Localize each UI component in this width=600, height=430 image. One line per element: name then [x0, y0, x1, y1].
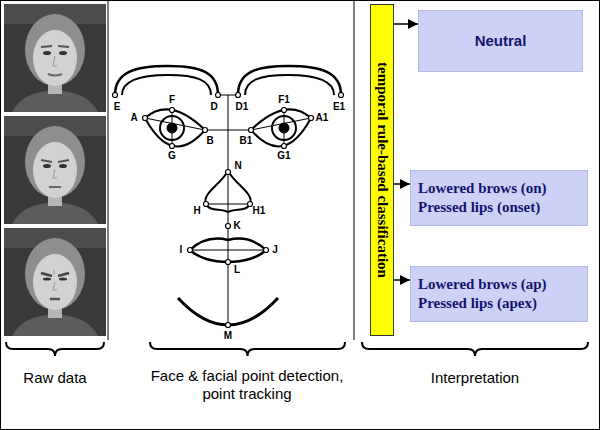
point-label: F — [169, 95, 175, 105]
state-label: Lowered brows (on) — [418, 179, 547, 198]
face-photo — [4, 116, 106, 224]
point-label: G1 — [277, 151, 290, 161]
point-label: B — [206, 136, 213, 146]
point-label: G — [168, 151, 176, 161]
column-separator — [108, 0, 109, 340]
face-photo — [4, 228, 106, 336]
point-label: F1 — [278, 95, 290, 105]
point-label: H — [193, 206, 200, 216]
point-label: B1 — [240, 136, 253, 146]
state-box: Lowered brows (ap)Pressed lips (apex) — [410, 266, 588, 322]
point-label: H1 — [253, 206, 266, 216]
facial-points — [113, 93, 344, 328]
column-label: Raw data — [5, 369, 105, 387]
point-label: N — [234, 161, 241, 171]
state-box: Neutral — [418, 10, 583, 72]
face-photo — [4, 4, 106, 112]
column-label: Face & facial point detection, point tra… — [142, 367, 352, 403]
point-label: A1 — [316, 113, 329, 123]
point-label: D — [210, 102, 217, 112]
state-label: Pressed lips (apex) — [418, 294, 537, 313]
state-box: Lowered brows (on)Pressed lips (onset) — [410, 170, 588, 226]
point-label: D1 — [236, 102, 249, 112]
flow-arrow — [394, 279, 410, 281]
state-label: Pressed lips (onset) — [418, 198, 540, 217]
flow-arrow — [394, 23, 418, 25]
point-label: L — [234, 265, 240, 275]
band-title: temporal rule-based classification — [373, 62, 390, 278]
brace — [6, 342, 588, 356]
point-label: J — [272, 245, 278, 255]
state-label: Neutral — [475, 32, 527, 51]
point-label: I — [180, 245, 183, 255]
column-label: Interpretation — [385, 369, 565, 387]
column-separator — [354, 0, 355, 340]
point-label: M — [224, 331, 232, 341]
point-label: A — [130, 113, 137, 123]
face-model — [115, 66, 341, 325]
flow-arrow — [394, 183, 410, 185]
point-label: E1 — [333, 102, 345, 112]
point-label: E — [114, 102, 121, 112]
classification-band: temporal rule-based classification — [370, 4, 394, 336]
state-label: Lowered brows (ap) — [418, 275, 547, 294]
point-label: K — [233, 221, 240, 231]
